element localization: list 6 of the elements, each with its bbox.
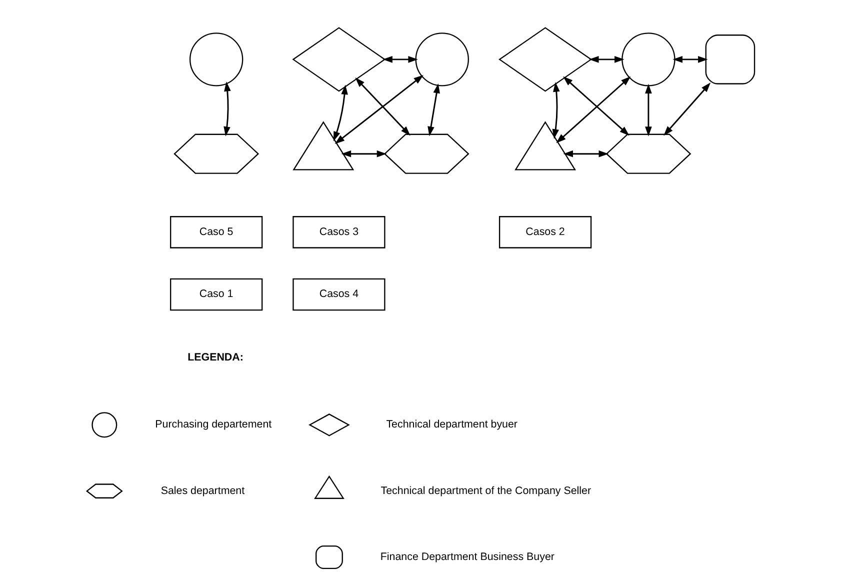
legend-label: Purchasing departement	[155, 418, 272, 431]
label: LEGENDA:	[188, 351, 244, 364]
legend-label: Finance Department Business Buyer	[380, 550, 554, 563]
legend-label: Technical department byuer	[386, 418, 518, 431]
legend-label: Sales department	[160, 484, 245, 497]
legend-label: Technical department of the Company Seller	[380, 484, 592, 497]
